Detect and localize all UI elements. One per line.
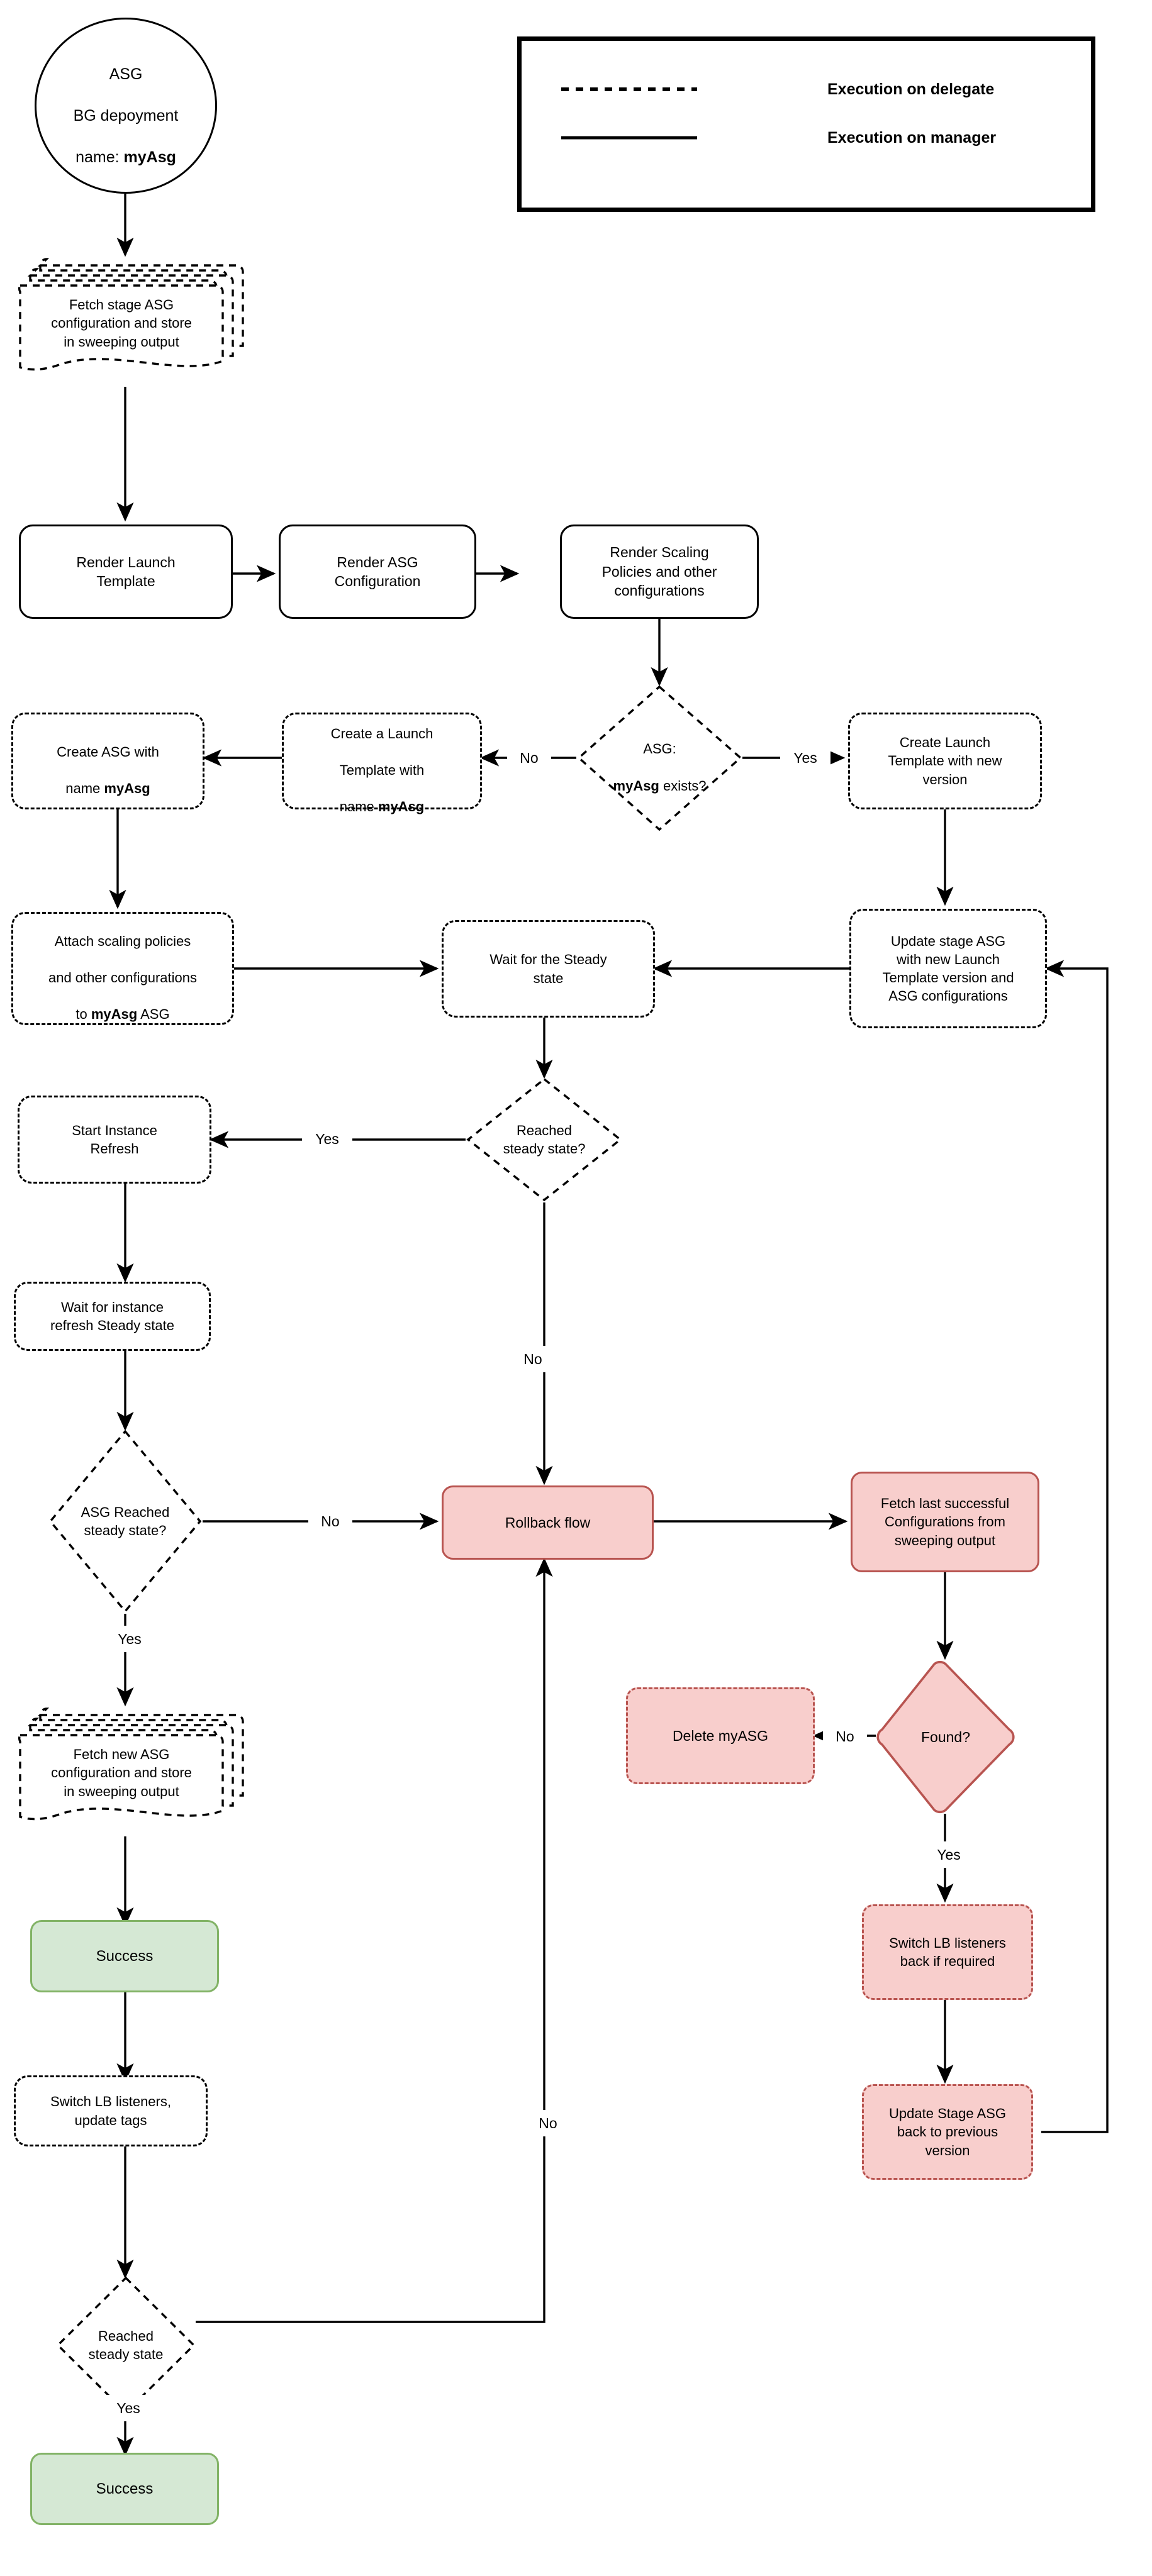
node-asg-reached-steady-state-decision[interactable]: ASG Reached steady state? xyxy=(48,1429,203,1614)
node-wait-for-steady-state[interactable]: Wait for the Steady state xyxy=(442,920,655,1018)
node-start-label: ASG BG depoyment name: myAsg xyxy=(69,43,184,168)
edge-label-yes-asg-reached-steady: Yes xyxy=(104,1626,155,1652)
node-switch-lb-listeners-update-tags[interactable]: Switch LB listeners, update tags xyxy=(14,2075,208,2146)
create-lt-named-line-3-prefix: name xyxy=(339,799,378,815)
node-asg-reached-steady-label: ASG Reached steady state? xyxy=(81,1504,170,1538)
node-wait-instance-refresh[interactable]: Wait for instance refresh Steady state xyxy=(14,1282,211,1351)
create-lt-named-line-1: Create a Launch xyxy=(330,725,433,741)
attach-line-2: and other configurations xyxy=(48,970,198,985)
node-fetch-new-asg-config[interactable]: Fetch new ASG configuration and store in… xyxy=(11,1701,250,1836)
create-lt-named-line-2: Template with xyxy=(339,762,425,778)
node-found-decision[interactable]: Found? xyxy=(876,1660,1015,1814)
node-create-launch-template-named[interactable]: Create a Launch Template with name myAsg xyxy=(282,713,482,814)
node-render-asg-configuration[interactable]: Render ASG Configuration xyxy=(279,525,476,619)
legend-box xyxy=(517,36,1095,212)
edge-label-no-reached-steady-2: No xyxy=(526,2110,570,2136)
node-start-instance-refresh[interactable]: Start Instance Refresh xyxy=(18,1096,211,1184)
start-line-2: BG depoyment xyxy=(73,107,179,125)
edge-label-no-found: No xyxy=(823,1723,867,1750)
edge-label-yes-asg-exists: Yes xyxy=(780,745,830,771)
multi-document-shape-icon xyxy=(18,1707,244,1821)
edge-label-yes-reached-steady-2: Yes xyxy=(103,2395,154,2421)
node-success-1[interactable]: Success xyxy=(30,1920,219,1992)
diamond-shape-icon xyxy=(48,1430,202,1613)
node-found-label: Found? xyxy=(920,1728,970,1745)
node-create-asg[interactable]: Create ASG with name myAsg xyxy=(11,713,204,809)
node-update-stage-asg[interactable]: Update stage ASG with new Launch Templat… xyxy=(849,909,1047,1028)
attach-line-1: Attach scaling policies xyxy=(54,933,191,949)
start-line-3-bold: myAsg xyxy=(123,148,176,166)
diamond-shape-icon xyxy=(577,685,742,831)
node-asg-exists-label: ASG: myAsg exists? xyxy=(576,684,743,832)
node-reached-steady-1-label: Reached steady state? xyxy=(503,1122,586,1157)
node-success-2[interactable]: Success xyxy=(30,2453,219,2525)
legend-solid-line-icon xyxy=(561,136,697,140)
start-line-1: ASG xyxy=(109,65,143,83)
node-fetch-new-asg-label: Fetch new ASG configuration and store in… xyxy=(51,1746,192,1799)
node-attach-scaling-policies[interactable]: Attach scaling policies and other config… xyxy=(11,912,234,1025)
node-reached-steady-2-label: Reached steady state xyxy=(88,2328,164,2362)
node-delete-myasg[interactable]: Delete myASG xyxy=(626,1687,815,1784)
attach-line-3-prefix: to xyxy=(75,1006,91,1023)
legend-label-manager: Execution on manager xyxy=(827,128,997,147)
node-rollback-flow[interactable]: Rollback flow xyxy=(442,1485,654,1560)
edge-label-no-asg-exists: No xyxy=(507,745,551,771)
node-render-launch-template[interactable]: Render Launch Template xyxy=(19,525,233,619)
edge-label-yes-found: Yes xyxy=(924,1841,974,1868)
node-switch-lb-listeners-back[interactable]: Switch LB listeners back if required xyxy=(862,1904,1033,2000)
attach-line-3-bold: myAsg xyxy=(91,1006,138,1023)
diamond-shape-icon xyxy=(466,1077,622,1202)
asg-exists-line-2-bold: myAsg xyxy=(613,777,659,794)
node-fetch-last-successful-configs[interactable]: Fetch last successful Configurations fro… xyxy=(851,1472,1039,1572)
node-fetch-stage-asg-label: Fetch stage ASG configuration and store … xyxy=(51,297,192,350)
start-line-3-prefix: name: xyxy=(75,148,124,166)
asg-exists-line-2-rest: exists? xyxy=(659,777,707,794)
edge-label-no-asg-reached-steady: No xyxy=(308,1508,352,1535)
asg-exists-line-1: ASG: xyxy=(643,741,676,757)
node-start[interactable]: ASG BG depoyment name: myAsg xyxy=(35,18,217,194)
node-reached-steady-state-decision-2[interactable]: Reached steady state xyxy=(55,2275,196,2415)
legend-dashed-line-icon xyxy=(561,87,697,91)
diamond-shape-icon xyxy=(876,1660,1015,1814)
attach-line-3-suffix: ASG xyxy=(137,1006,170,1023)
edge-label-yes-reached-steady-1: Yes xyxy=(302,1126,352,1152)
node-reached-steady-state-decision-1[interactable]: Reached steady state? xyxy=(466,1077,623,1202)
create-lt-named-line-3-bold: myAsg xyxy=(377,799,425,815)
create-asg-line-1: Create ASG with xyxy=(57,743,159,760)
create-asg-line-2-bold: myAsg xyxy=(104,780,150,797)
node-asg-exists-decision[interactable]: ASG: myAsg exists? xyxy=(576,684,743,832)
legend-row-delegate: Execution on delegate xyxy=(560,80,1057,98)
create-asg-line-2-prefix: name xyxy=(65,780,104,797)
legend-label-delegate: Execution on delegate xyxy=(827,80,995,98)
node-update-stage-asg-back[interactable]: Update Stage ASG back to previous versio… xyxy=(862,2084,1033,2180)
legend-row-manager: Execution on manager xyxy=(560,129,1057,147)
multi-document-shape-icon xyxy=(18,258,244,371)
node-render-scaling-policies[interactable]: Render Scaling Policies and other config… xyxy=(560,525,759,619)
node-create-launch-template-new-version[interactable]: Create Launch Template with new version xyxy=(848,713,1042,809)
node-fetch-stage-asg[interactable]: Fetch stage ASG configuration and store … xyxy=(11,252,250,387)
edge-label-no-reached-steady-1: No xyxy=(511,1346,555,1372)
